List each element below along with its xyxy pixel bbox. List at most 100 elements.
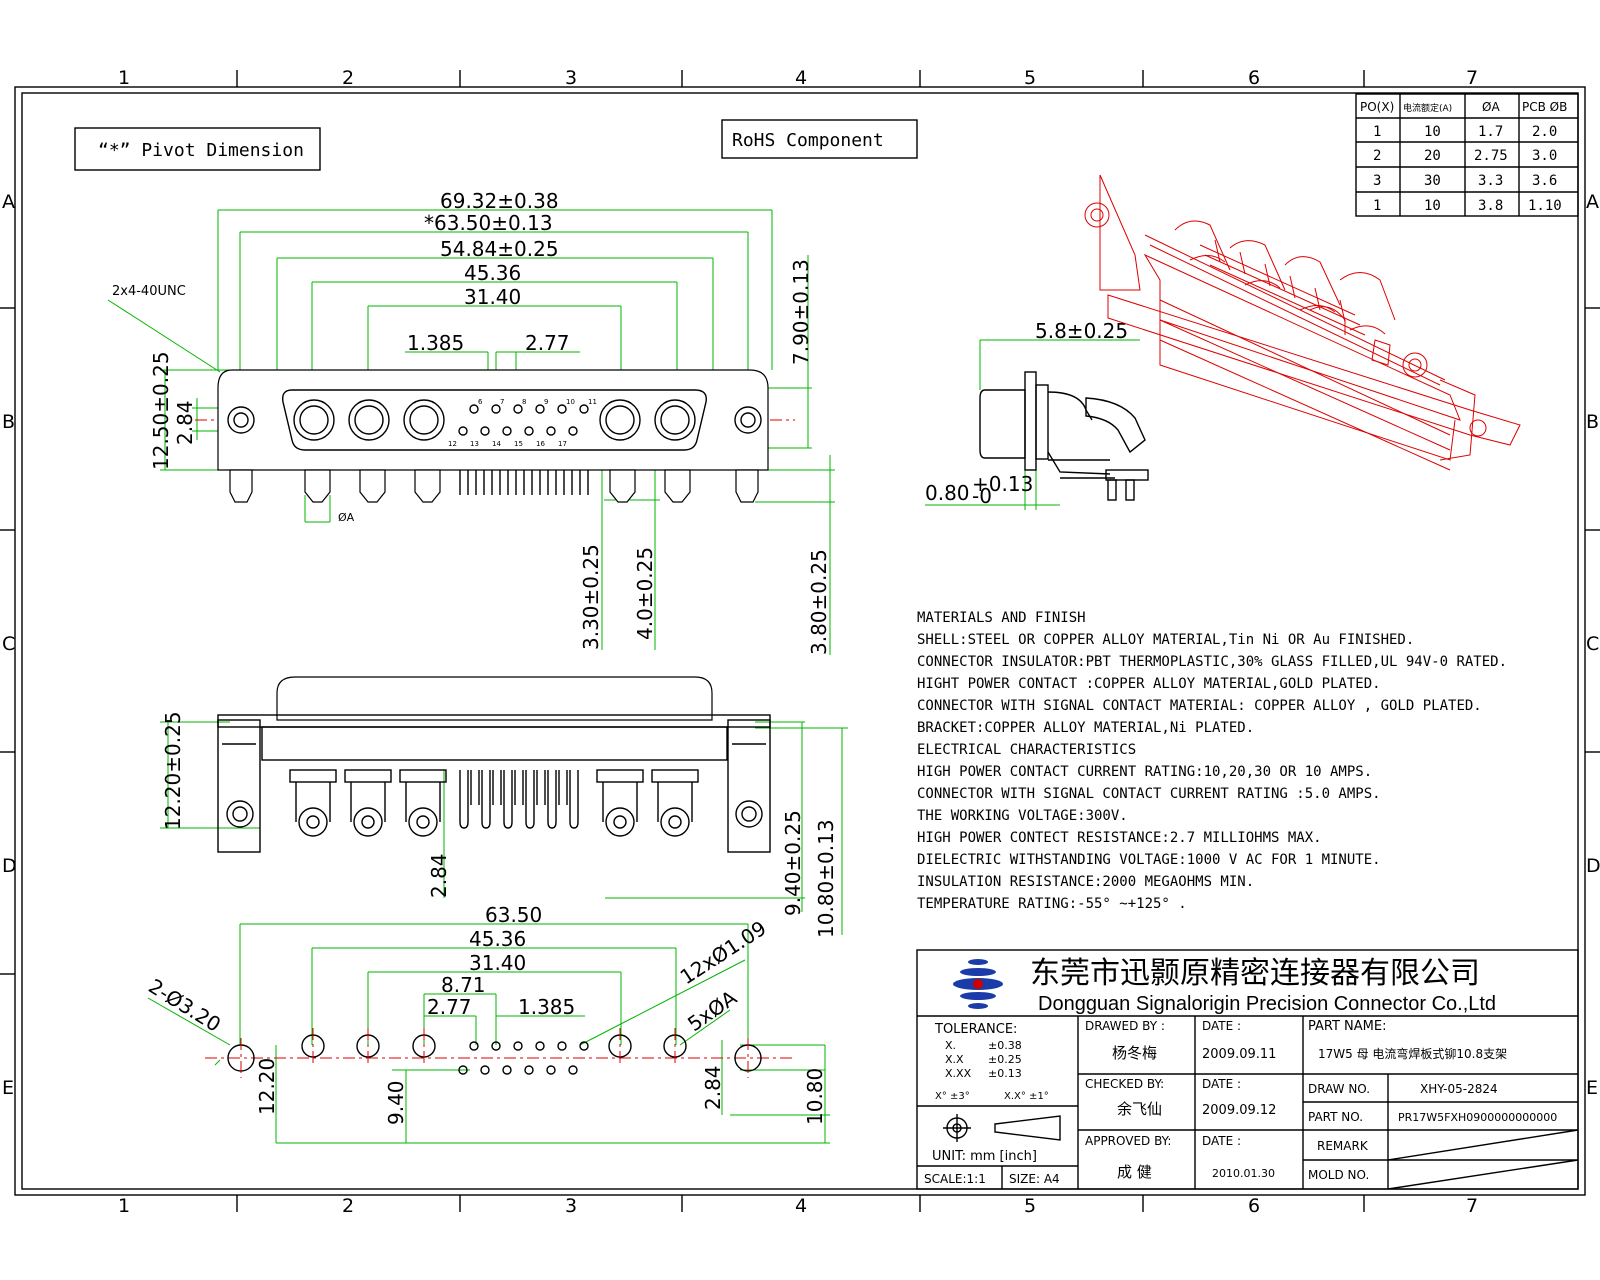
col-label-7: 7 <box>1466 67 1478 89</box>
date-label: DATE : <box>1202 1019 1241 1033</box>
col-label-6-bottom: 6 <box>1248 1195 1260 1217</box>
pin-label: 11 <box>588 398 597 406</box>
scale-label: SCALE:1:1 <box>924 1172 986 1186</box>
dim-side-tol-lower: -0 <box>972 484 992 508</box>
unit-label: UNIT: mm [inch] <box>932 1149 1037 1164</box>
col-label-3-bottom: 3 <box>565 1195 577 1217</box>
electrical-line: HIGH POWER CONTECT RESISTANCE:2.7 MILLIO… <box>917 830 1322 846</box>
row-label-d-right: D <box>1586 855 1600 877</box>
rating-cell: 1 <box>1373 198 1381 214</box>
dim-pcb-power-holes: 5xØA <box>683 985 741 1036</box>
drawn-by: 杨冬梅 <box>1112 1044 1157 1062</box>
company-name-cn: 东莞市迅颢原精密连接器有限公司 <box>1030 956 1480 991</box>
col-label-3: 3 <box>565 67 577 89</box>
row-label-e-right: E <box>1586 1077 1598 1099</box>
pin-label: 10 <box>566 398 575 406</box>
dim-pcb-outer: 45.36 <box>469 927 526 951</box>
dim-pcb-pitch-b: 2.77 <box>427 995 472 1019</box>
tolerance-key: X.XX <box>945 1067 972 1080</box>
electrical-line: TEMPERATURE RATING:-55° ~+125° . <box>917 896 1187 912</box>
rating-cell: 2 <box>1373 148 1381 164</box>
dim-pcb-overall: 63.50 <box>485 903 542 927</box>
materials-line: BRACKET:COPPER ALLOY MATERIAL,Ni PLATED. <box>917 720 1254 736</box>
part-no-label: PART NO. <box>1308 1110 1363 1124</box>
dim-bottom-leg-a: 9.40±0.25 <box>781 810 805 916</box>
pin-label: 16 <box>536 440 545 448</box>
checked-by-label: CHECKED BY: <box>1085 1077 1164 1091</box>
rating-cell: 3.0 <box>1532 148 1557 164</box>
rating-cell: 3 <box>1373 173 1381 189</box>
part-no: PR17W5FXH0900000000000 <box>1398 1111 1557 1124</box>
draw-no: XHY-05-2824 <box>1420 1082 1498 1096</box>
rating-header-po: PO(X) <box>1360 100 1394 114</box>
dim-side-depth: 5.8±0.25 <box>1035 319 1128 343</box>
dim-pcb-group: 8.71 <box>441 973 486 997</box>
dim-row-gap: 2.84 <box>173 400 197 445</box>
dim-bottom-leg-b: 10.80±0.13 <box>814 819 838 938</box>
drawn-by-label: DRAWED BY : <box>1085 1019 1165 1033</box>
tolerance-value: ±0.25 <box>988 1053 1022 1066</box>
bottom-view: 12.20±0.25 2.84 9.40±0.25 10.80±0.13 <box>160 676 848 938</box>
tolerance-key: X.X <box>945 1053 964 1066</box>
size-label: SIZE: A4 <box>1009 1172 1060 1186</box>
rating-cell: 1.10 <box>1528 198 1562 214</box>
dim-outer-contacts: 45.36 <box>464 261 521 285</box>
dim-pcb-inner: 31.40 <box>469 951 526 975</box>
pcb-footprint-view: 63.50 45.36 31.40 8.71 2.77 1.385 12xØ1.… <box>144 903 830 1144</box>
approved-by: 成 健 <box>1117 1163 1152 1181</box>
rating-cell: 3.3 <box>1478 173 1503 189</box>
electrical-heading: ELECTRICAL CHARACTERISTICS <box>917 742 1136 758</box>
rating-cell: 3.8 <box>1478 198 1503 214</box>
date-approved: 2010.01.30 <box>1212 1167 1275 1180</box>
pin-label: 8 <box>522 398 526 406</box>
electrical-line: DIELECTRIC WITHSTANDING VOLTAGE:1000 V A… <box>917 852 1381 868</box>
date-label: DATE : <box>1202 1134 1241 1148</box>
row-label-d: D <box>2 855 17 877</box>
row-label-a: A <box>2 191 15 213</box>
dim-pin-diameter: ØA <box>338 511 355 524</box>
dim-top-right: 7.90±0.13 <box>789 259 813 365</box>
materials-notes: MATERIALS AND FINISH SHELL:STEEL OR COPP… <box>917 610 1507 912</box>
dim-inner-contacts: 31.40 <box>464 285 521 309</box>
company-name-en: Dongguan Signalorigin Precision Connecto… <box>1038 993 1496 1015</box>
part-name: 17W5 母 电流弯焊板式铆10.8支架 <box>1318 1046 1507 1061</box>
col-label-4: 4 <box>795 67 807 89</box>
col-label-1: 1 <box>118 67 130 89</box>
rating-cell: 2.0 <box>1532 124 1557 140</box>
pin-label: 6 <box>478 398 483 406</box>
title-block: 东莞市迅颢原精密连接器有限公司 Dongguan Signalorigin Pr… <box>916 949 1579 1190</box>
rating-header-pcb: PCB ØB <box>1522 100 1567 114</box>
company-logo <box>953 959 1003 1009</box>
rating-cell: 30 <box>1424 173 1441 189</box>
col-label-5-bottom: 5 <box>1024 1195 1036 1217</box>
dim-pcb-h1: 12.20 <box>255 1058 279 1115</box>
row-label-e: E <box>2 1077 14 1099</box>
row-label-c-right: C <box>1586 633 1599 655</box>
pin-label: 17 <box>558 440 567 448</box>
pin-label: 9 <box>544 398 548 406</box>
electrical-line: HIGH POWER CONTACT CURRENT RATING:10,20,… <box>917 764 1372 780</box>
dim-pcb-pitch-a: 1.385 <box>518 995 575 1019</box>
col-label-7-bottom: 7 <box>1466 1195 1478 1217</box>
dim-pivot-width: *63.50±0.13 <box>424 211 553 235</box>
dim-height: 12.50±0.25 <box>149 351 173 470</box>
rohs-note: RoHS Component <box>732 130 884 151</box>
dim-bottom-height: 12.20±0.25 <box>161 711 185 830</box>
electrical-line: THE WORKING VOLTAGE:300V. <box>917 808 1128 824</box>
tolerance-key: X. <box>945 1039 956 1052</box>
pin-label: 14 <box>492 440 501 448</box>
row-label-c: C <box>2 633 15 655</box>
dim-pcb-h3: 2.84 <box>701 1065 725 1110</box>
materials-line: HIGHT POWER CONTACT :COPPER ALLOY MATERI… <box>917 676 1381 692</box>
rating-cell: 1.7 <box>1478 124 1503 140</box>
dim-thread: 2x4-40UNC <box>112 284 186 299</box>
rating-header-diameter-a: ØA <box>1482 100 1500 114</box>
pin-label: 13 <box>470 440 479 448</box>
row-label-b-right: B <box>1586 411 1599 433</box>
dim-side-thickness: 0.80 <box>925 481 970 505</box>
dim-pitch-b: 2.77 <box>525 331 570 355</box>
draw-no-label: DRAW NO. <box>1308 1082 1370 1096</box>
checked-by: 余飞仙 <box>1117 1100 1162 1118</box>
angle-tolerance-1: X° ±3° <box>935 1091 970 1102</box>
col-label-4-bottom: 4 <box>795 1195 807 1217</box>
